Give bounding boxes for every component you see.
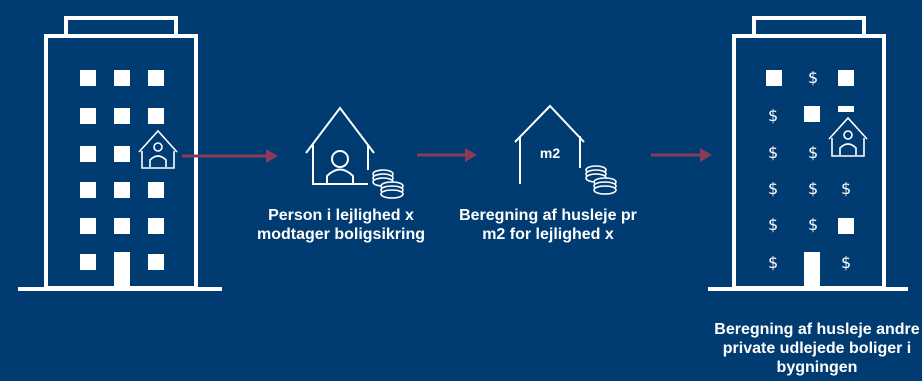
coins-icon	[373, 170, 403, 198]
step-1-caption: Person i lejlighed x modtager boligsikri…	[236, 206, 446, 244]
arrow-2	[417, 148, 477, 162]
dollar-icon: $	[841, 253, 851, 272]
right-apartment-person-icon	[829, 118, 867, 156]
dollar-icon: $	[768, 143, 778, 162]
arrow-3	[651, 148, 712, 162]
dollar-icon: $	[808, 68, 818, 87]
m2-label: m2	[540, 145, 560, 161]
dollar-icon: $	[808, 179, 818, 198]
dollar-icon: $	[768, 179, 778, 198]
dollar-icon: $	[841, 179, 851, 198]
dollar-signs: $ $ $ $ $ $ $ $ $ $ $	[768, 68, 851, 272]
dollar-icon: $	[768, 106, 778, 125]
left-apartment-person-icon	[139, 131, 177, 168]
step-3-caption: Beregning af husleje andre private udlej…	[712, 320, 922, 377]
step-2-caption: Beregning af husleje pr m2 for lejlighed…	[458, 206, 638, 244]
coins-icon	[586, 166, 616, 194]
dollar-icon: $	[808, 215, 818, 234]
dollar-icon: $	[768, 215, 778, 234]
dollar-icon: $	[808, 143, 818, 162]
left-building-windows	[80, 70, 164, 288]
house-with-person-icon	[306, 108, 374, 184]
dollar-icon: $	[768, 253, 778, 272]
